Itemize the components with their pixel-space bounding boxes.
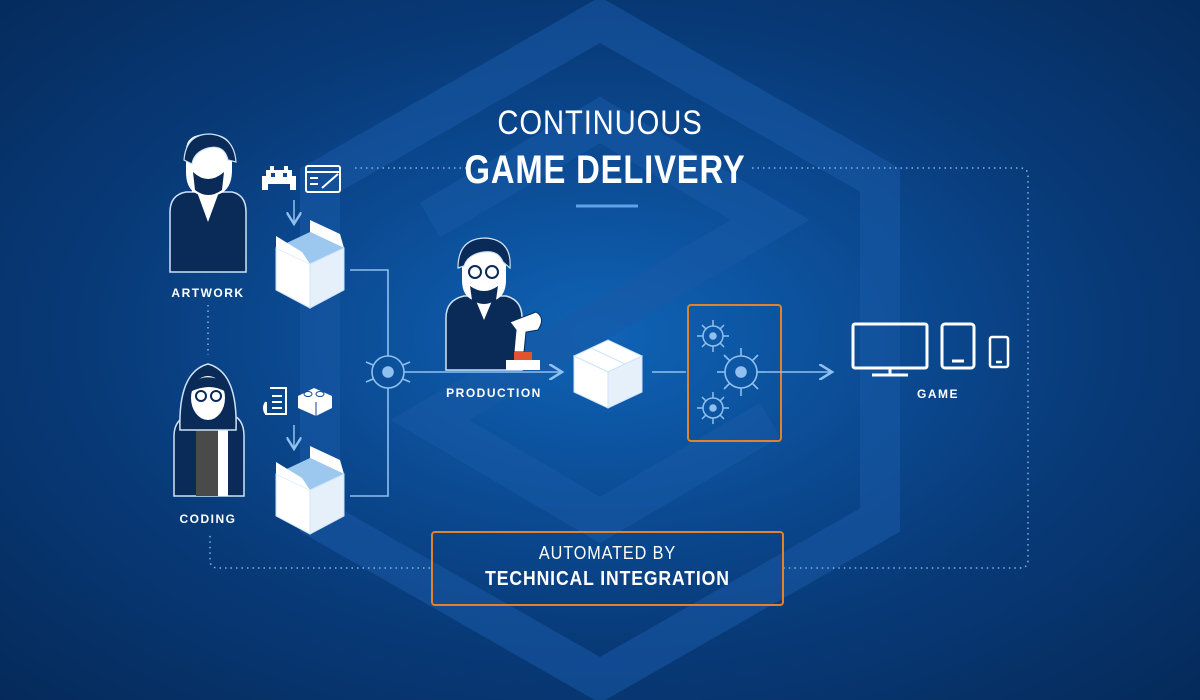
- title-line-1: CONTINUOUS: [471, 104, 729, 143]
- game-label: GAME: [890, 387, 986, 401]
- small-gear-icon-bottom: [697, 392, 729, 424]
- merge-lines: [350, 270, 388, 496]
- title-line-2: GAME DELIVERY: [462, 148, 749, 193]
- production-label: PRODUCTION: [434, 386, 554, 400]
- artwork-open-box-icon: [276, 220, 344, 308]
- space-invader-icon: [262, 166, 296, 190]
- artist-person-icon: [170, 134, 246, 272]
- script-scroll-icon: [264, 388, 286, 414]
- merge-gear-icon: [366, 348, 410, 396]
- coder-person-icon: [174, 364, 244, 496]
- coding-open-box-icon: [276, 446, 344, 534]
- phone-icon: [990, 337, 1008, 367]
- large-gear-icon: [717, 348, 765, 396]
- small-gear-icon-top: [697, 320, 729, 352]
- automation-line-1: AUTOMATED BY: [450, 543, 764, 564]
- automation-line-2: TECHNICAL INTEGRATION: [454, 568, 761, 591]
- coding-label: CODING: [160, 512, 256, 526]
- automation-box: AUTOMATED BY TECHNICAL INTEGRATION: [431, 531, 784, 606]
- artwork-label: ARTWORK: [160, 286, 256, 300]
- tablet-icon: [942, 324, 974, 368]
- producer-person-icon: [446, 238, 522, 370]
